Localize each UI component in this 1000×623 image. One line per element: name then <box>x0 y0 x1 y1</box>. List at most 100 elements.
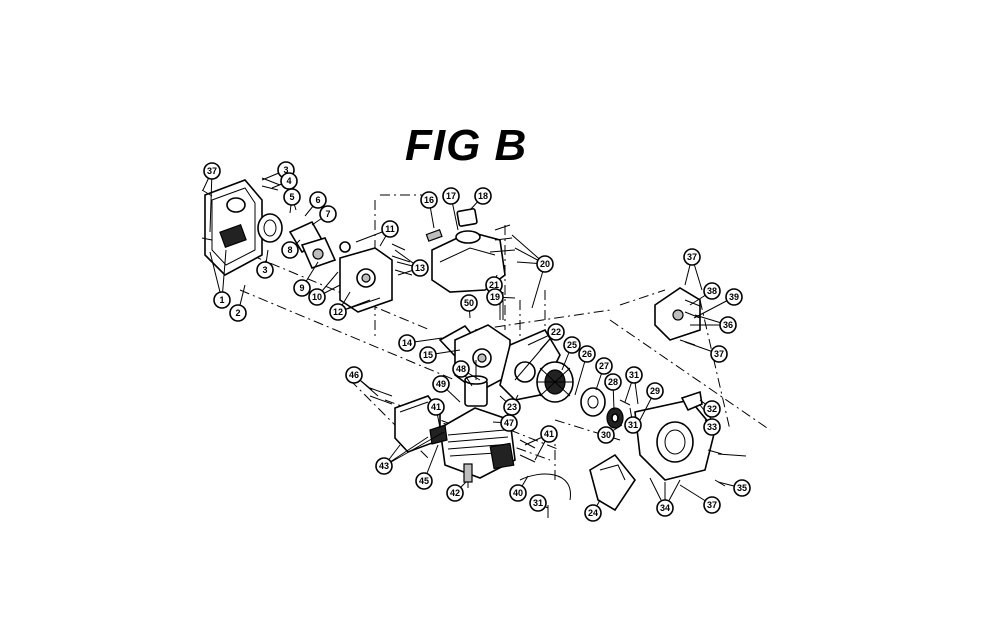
part-carburetor <box>288 220 351 269</box>
callout-number: 28 <box>608 377 618 387</box>
callout-number: 1 <box>219 295 224 305</box>
callout-37: 37 <box>683 248 701 266</box>
callout-circle <box>213 291 231 309</box>
callout-8: 8 <box>281 241 299 259</box>
callout-circle <box>319 205 337 223</box>
callout-number: 25 <box>567 340 577 350</box>
callout-7: 7 <box>319 205 337 223</box>
callout-23: 23 <box>503 398 521 416</box>
callout-circle <box>432 375 450 393</box>
callout-circle <box>595 357 613 375</box>
callout-number: 47 <box>504 418 514 428</box>
callout-46: 46 <box>345 366 363 384</box>
callout-circle <box>427 398 445 416</box>
callout-18: 18 <box>474 187 492 205</box>
part-handle-bracket <box>589 453 636 512</box>
callout-number: 24 <box>588 508 598 518</box>
callout-number: 15 <box>423 350 433 360</box>
callout-4: 4 <box>280 172 298 190</box>
part-starter-handle <box>680 390 703 412</box>
callout-33: 33 <box>703 418 721 436</box>
callout-circle <box>381 220 399 238</box>
callout-number: 43 <box>379 461 389 471</box>
callout-20: 20 <box>536 255 554 273</box>
callout-circle <box>442 187 460 205</box>
part-fuel-filter <box>425 229 443 242</box>
callout-number: 8 <box>287 245 292 255</box>
callout-circle <box>625 366 643 384</box>
callout-circle <box>719 316 737 334</box>
callout-2: 2 <box>229 304 247 322</box>
figure-title: FIG B <box>405 121 527 170</box>
callout-number: 37 <box>207 166 217 176</box>
callout-circle <box>509 484 527 502</box>
callout-19: 19 <box>486 288 504 306</box>
callout-circle <box>703 496 721 514</box>
callout-16: 16 <box>420 191 438 209</box>
callout-39: 39 <box>725 288 743 306</box>
callout-number: 37 <box>707 500 717 510</box>
callout-circle <box>281 241 299 259</box>
callout-circle <box>536 255 554 273</box>
callout-circle <box>308 288 326 306</box>
callout-12: 12 <box>329 303 347 321</box>
callout-number: 22 <box>551 327 561 337</box>
callout-13: 13 <box>411 259 429 277</box>
callout-48: 48 <box>452 360 470 378</box>
callout-number: 42 <box>450 488 460 498</box>
callout-15: 15 <box>419 346 437 364</box>
callout-number: 17 <box>446 191 456 201</box>
callout-number: 36 <box>723 320 733 330</box>
callout-35: 35 <box>733 479 751 497</box>
part-fuel-tank <box>431 208 506 293</box>
callout-number: 30 <box>601 430 611 440</box>
callout-circle <box>460 294 478 312</box>
callout-circle <box>703 282 721 300</box>
callout-circle <box>578 345 596 363</box>
callout-circle <box>419 346 437 364</box>
callout-circle <box>415 472 433 490</box>
callout-number: 18 <box>478 191 488 201</box>
callout-41: 41 <box>427 398 445 416</box>
callout-number: 31 <box>533 498 543 508</box>
callout-circle <box>398 334 416 352</box>
callout-number: 3 <box>262 265 267 275</box>
callout-number: 34 <box>660 503 670 513</box>
part-shield <box>654 287 701 341</box>
callout-31: 31 <box>624 416 642 434</box>
callout-number: 20 <box>540 259 550 269</box>
callout-number: 11 <box>385 224 395 234</box>
callout-number: 23 <box>507 402 517 412</box>
callout-27: 27 <box>595 357 613 375</box>
callout-number: 31 <box>629 370 639 380</box>
callout-37: 37 <box>203 162 221 180</box>
callout-25: 25 <box>563 336 581 354</box>
callout-number: 35 <box>737 483 747 493</box>
callout-37: 37 <box>710 345 728 363</box>
callout-circle <box>563 336 581 354</box>
callout-47: 47 <box>500 414 518 432</box>
callout-22: 22 <box>547 323 565 341</box>
callout-circle <box>547 323 565 341</box>
callout-circle <box>452 360 470 378</box>
callout-30: 30 <box>597 426 615 444</box>
callout-40: 40 <box>509 484 527 502</box>
part-starter-housing <box>634 399 716 481</box>
part-spark-plug <box>463 463 473 488</box>
part-flywheel <box>536 361 574 403</box>
callout-number: 4 <box>286 176 291 186</box>
callout-number: 13 <box>415 263 425 273</box>
callout-number: 49 <box>436 379 446 389</box>
callout-circle <box>683 248 701 266</box>
callout-number: 29 <box>650 386 660 396</box>
callout-number: 46 <box>349 370 359 380</box>
callout-6: 6 <box>309 191 327 209</box>
callout-circle <box>229 304 247 322</box>
callout-circle <box>710 345 728 363</box>
callout-number: 3 <box>283 165 288 175</box>
callout-26: 26 <box>578 345 596 363</box>
part-cylinder <box>439 407 516 479</box>
callout-number: 2 <box>235 308 240 318</box>
